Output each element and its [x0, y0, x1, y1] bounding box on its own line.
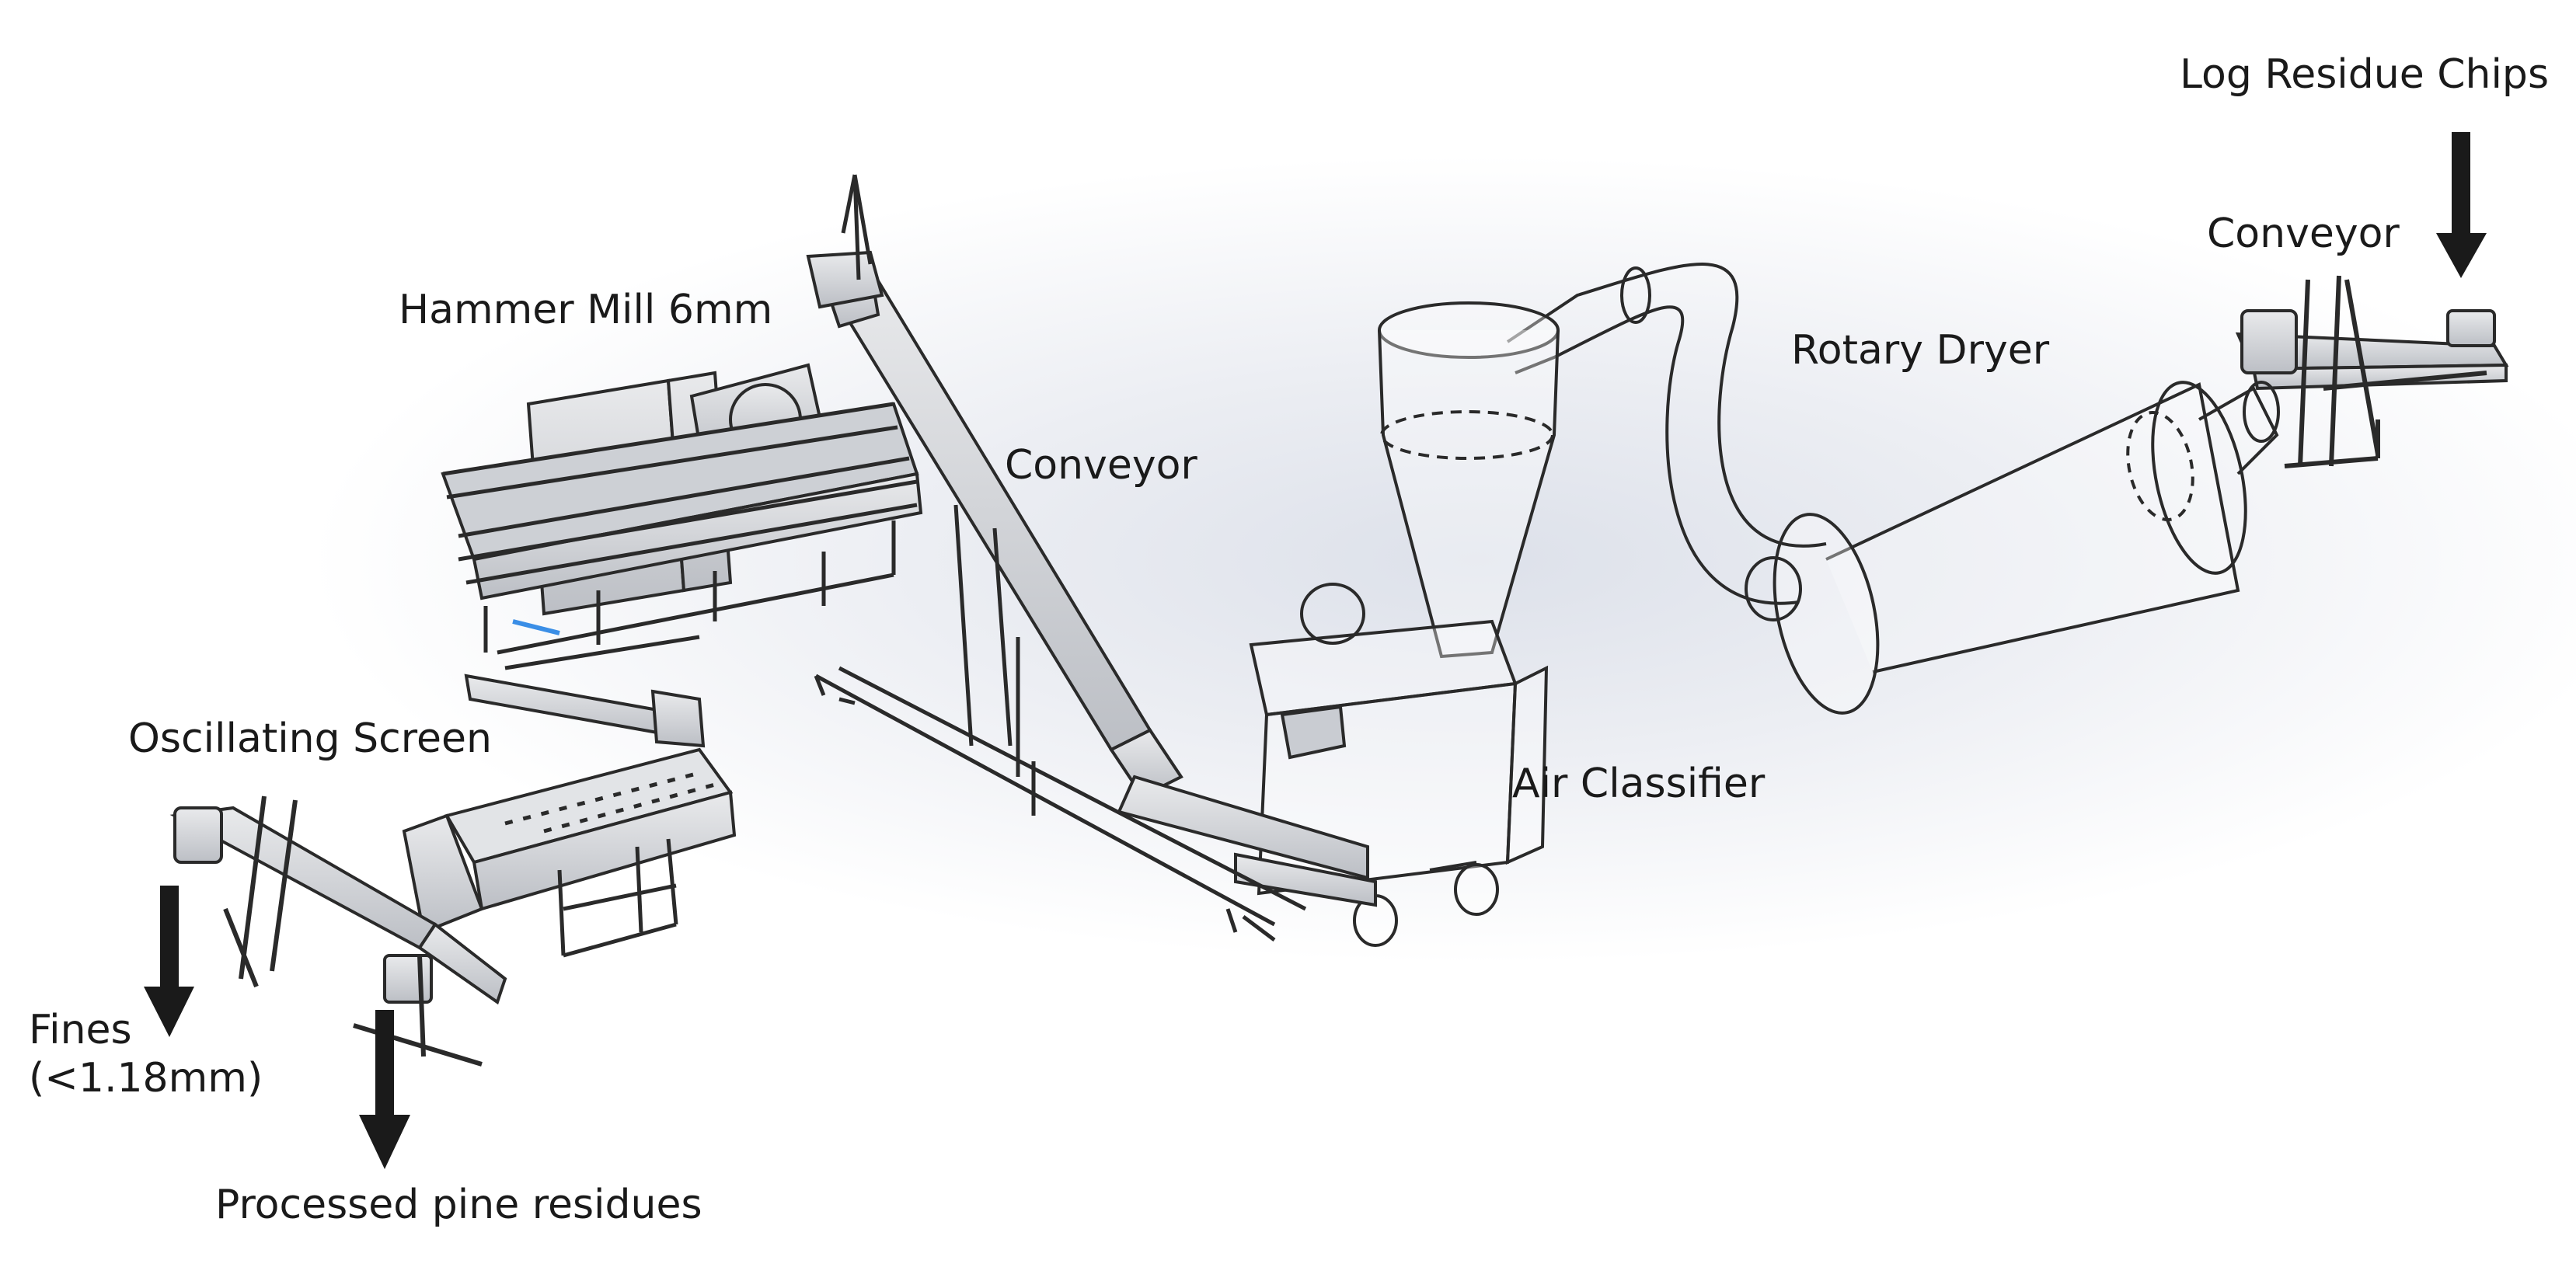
- label-air-classifier: Air Classifier: [1512, 761, 1766, 807]
- label-conveyor-middle: Conveyor: [1005, 442, 1197, 489]
- label-hammer-mill: Hammer Mill 6mm: [399, 287, 773, 333]
- label-conveyor-top: Conveyor: [2207, 211, 2400, 257]
- fines-conveyor: [169, 795, 507, 1067]
- label-rotary-dryer: Rotary Dryer: [1791, 327, 2050, 374]
- rotary-dryer: [1506, 263, 2280, 715]
- feed-conveyor: [2235, 275, 2509, 468]
- inclined-conveyor: [806, 174, 1377, 942]
- label-processed-pine-residues: Processed pine residues: [215, 1182, 702, 1228]
- processed-residues-arrow: [359, 1010, 410, 1169]
- feed-arrow: [2436, 132, 2487, 278]
- label-oscillating-screen: Oscillating Screen: [128, 715, 492, 762]
- fines-arrow: [144, 886, 194, 1037]
- label-fines-line1: Fines: [29, 1007, 132, 1053]
- label-fines-line2: (<1.18mm): [29, 1055, 263, 1102]
- label-fines: Fines (<1.18mm): [29, 1006, 263, 1103]
- hammer-mill: [441, 363, 923, 670]
- label-log-residue-chips: Log Residue Chips: [2180, 51, 2550, 98]
- oscillating-screen: [402, 674, 737, 958]
